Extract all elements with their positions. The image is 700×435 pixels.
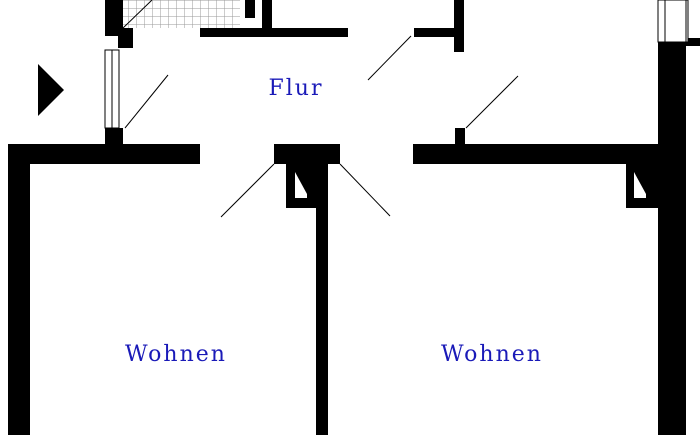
- wall-top-center: [200, 28, 348, 37]
- bathroom-tiles: [122, 0, 240, 29]
- walls: [8, 0, 700, 435]
- wall-right-hall-post: [455, 128, 465, 145]
- door-swing-flur-top: [367, 35, 412, 81]
- wall-top-left-corner: [118, 28, 133, 48]
- door-swing-wohnen-left: [220, 163, 275, 218]
- wall-top-left-stub: [105, 0, 123, 36]
- room-label-wohnen-right: Wohnen: [441, 342, 543, 367]
- chimney-marks: [295, 172, 646, 198]
- door-swings: [124, 35, 519, 218]
- wall-right-upper-cap: [686, 38, 700, 46]
- window-right: [657, 0, 689, 43]
- room-label-wohnen-left: Wohnen: [125, 342, 227, 367]
- door-swing-wohnen-right: [339, 163, 391, 217]
- wall-right-exterior: [658, 42, 686, 435]
- wall-center-partition: [316, 144, 328, 435]
- wall-top-right-post: [454, 0, 464, 52]
- door-swing-flur-left: [124, 74, 169, 129]
- room-label-flur: Flur: [269, 76, 324, 101]
- wall-top-center-post-right: [262, 0, 272, 28]
- triangle-right-icon: [38, 64, 64, 116]
- wall-horizontal-left: [8, 144, 200, 164]
- door-swing-flur-right: [465, 75, 519, 129]
- wall-top-right-short: [414, 28, 462, 37]
- wall-top-center-post: [245, 0, 255, 18]
- wall-horizontal-center: [274, 144, 340, 164]
- wall-horizontal-right: [413, 144, 660, 164]
- wall-left-hall-post: [105, 128, 123, 145]
- window-left: [104, 49, 120, 129]
- wall-left-exterior: [8, 144, 30, 435]
